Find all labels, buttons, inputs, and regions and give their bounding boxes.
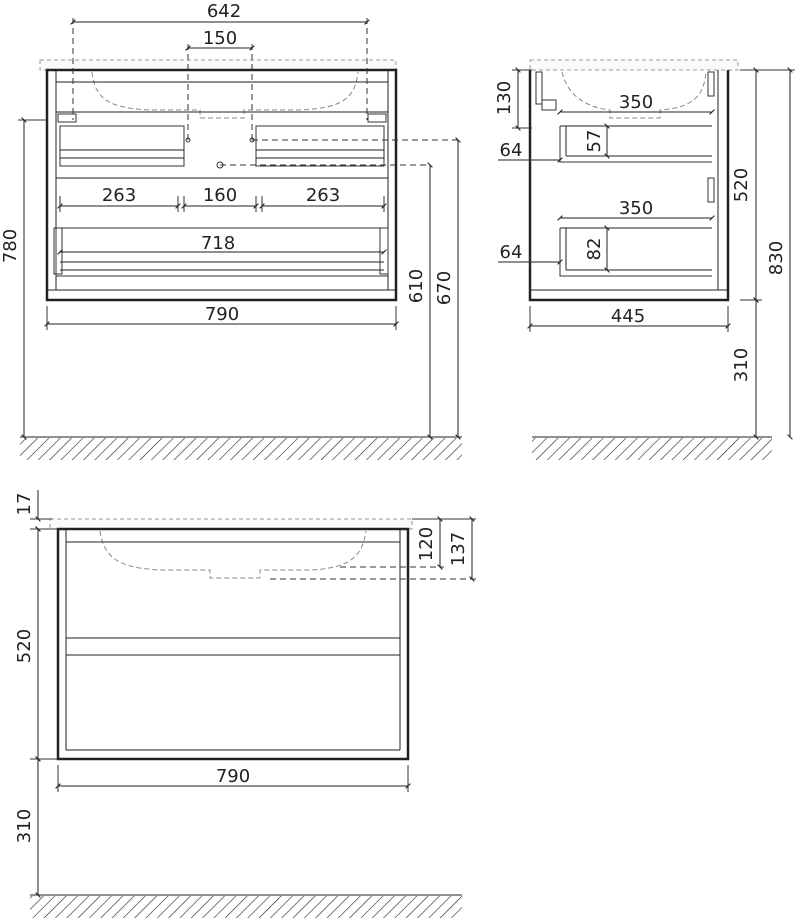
dim-263-left: 263 [102, 185, 136, 206]
front-upper-drawer-right [255, 125, 385, 167]
dim-310-rear: 310 [14, 809, 35, 843]
dim-610: 610 [406, 269, 427, 303]
dim-137: 137 [448, 532, 469, 566]
dim-790-rear: 790 [216, 766, 250, 787]
front-cabinet-body [45, 68, 398, 302]
side-countertop [529, 59, 739, 71]
dim-718: 718 [201, 233, 235, 254]
dim-670: 670 [434, 271, 455, 305]
dim-64-upper: 64 [500, 140, 523, 161]
dim-150: 150 [203, 28, 237, 49]
dim-790-front: 790 [205, 304, 239, 325]
side-ground-hatch [532, 438, 772, 460]
rear-ground-hatch [30, 896, 462, 918]
dim-160: 160 [203, 185, 237, 206]
dim-17: 17 [14, 493, 35, 516]
dim-520-side: 520 [731, 168, 752, 202]
rear-view: 120 137 17 520 310 790 [14, 490, 476, 918]
dim-263-right: 263 [306, 185, 340, 206]
dim-64-lower: 64 [500, 242, 523, 263]
front-basin-outline [91, 71, 359, 119]
rear-cabinet-body [56, 527, 410, 761]
front-ground-hatch [20, 438, 462, 460]
dim-830: 830 [766, 241, 787, 275]
dim-57: 57 [584, 130, 605, 153]
dim-350-upper: 350 [619, 92, 653, 113]
side-cabinet-body [528, 70, 730, 302]
dim-82: 82 [584, 238, 605, 261]
front-view: 642 150 263 160 263 718 790 780 610 670 [0, 1, 462, 460]
dim-130: 130 [494, 81, 515, 115]
dim-520-rear: 520 [14, 629, 35, 663]
dim-120: 120 [416, 527, 437, 561]
dim-445: 445 [611, 306, 645, 327]
rear-countertop [49, 518, 413, 530]
dim-642: 642 [207, 1, 241, 22]
dim-310-side: 310 [731, 348, 752, 382]
rear-basin-outline [99, 530, 367, 579]
dim-780: 780 [0, 229, 21, 263]
front-upper-drawer-left [59, 125, 185, 167]
side-basin-outline [561, 71, 707, 119]
dim-350-lower: 350 [619, 198, 653, 219]
side-view: 130 350 57 64 350 82 64 445 520 310 [494, 59, 795, 460]
front-countertop [39, 59, 397, 71]
